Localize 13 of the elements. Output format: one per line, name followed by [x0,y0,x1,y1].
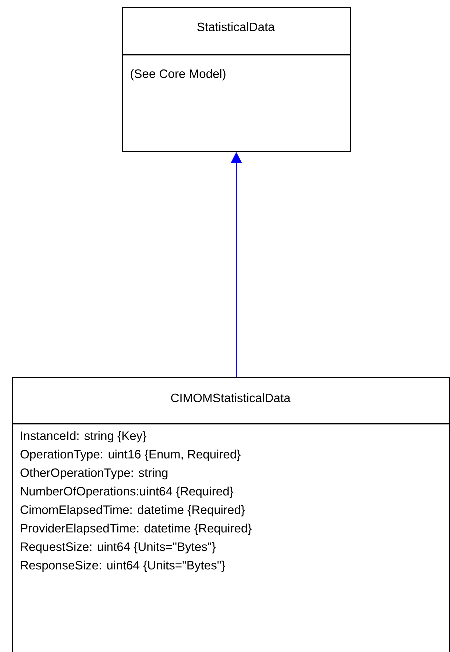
attribute-text: ProviderElapsedTime: datetime {Required} [21,524,252,536]
attribute-text: (See Core Model) [130,69,226,81]
attribute-text: OperationType: uint16 {Enum, Required} [20,450,241,462]
attribute-text: NumberOfOperations:uint64 {Required} [21,486,234,498]
attribute-text: OtherOperationType: string [20,468,168,480]
class-name: CIMOMStatisticalData [171,394,291,402]
class-name: StatisticalData [198,22,275,32]
attribute-text: ResponseSize: uint64 {Units="Bytes"} [21,560,226,572]
attribute-text: CimomElapsedTime: datetime {Required} [20,505,246,517]
attribute-text: RequestSize: uint64 {Units="Bytes"} [21,542,216,554]
attribute-text: InstanceId: string {Key} [21,431,147,443]
class-box [12,377,450,652]
class-box [122,7,352,152]
